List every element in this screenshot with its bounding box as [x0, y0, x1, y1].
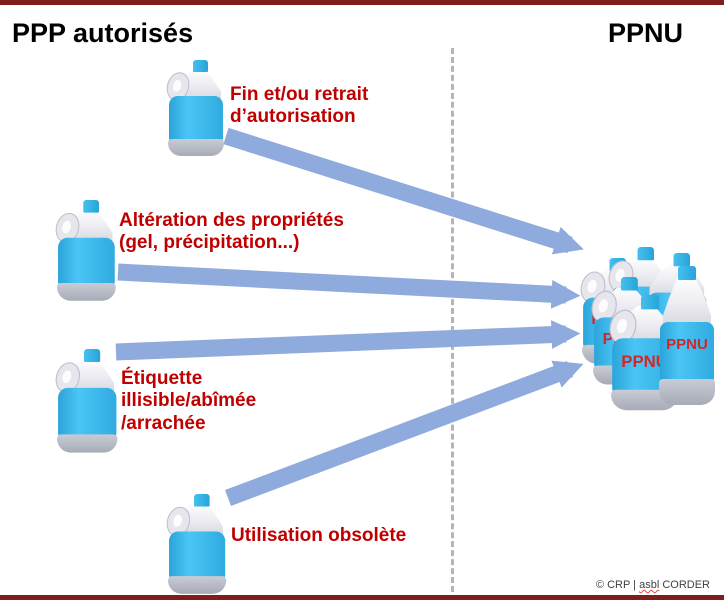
jug-cap [637, 247, 654, 261]
ppnu-bottle-label: PPNU [666, 336, 708, 353]
arrow-etiquette [115, 320, 581, 361]
jug-cap [194, 494, 210, 507]
copyright-asbl: asbl [639, 579, 660, 591]
jug-base [168, 139, 224, 156]
jug-cap [193, 60, 208, 72]
copyright-prefix: © CRP | [595, 579, 640, 591]
copyright-note: © CRP | asbl CORDER [596, 579, 710, 591]
bottle-base [659, 379, 715, 405]
bottle-body [660, 322, 714, 382]
bottle-neck [663, 277, 711, 325]
jug-icon-etiquette [52, 349, 118, 453]
reason-label-fin-retrait: Fin et/ou retrait d’autorisation [230, 84, 369, 128]
left-column-title: PPP autorisés [12, 18, 194, 48]
jug-icon-utilisation [163, 494, 227, 594]
reason-label-utilisation: Utilisation obsolète [231, 525, 407, 546]
jug-icon-alteration [52, 200, 116, 301]
reason-label-etiquette: Étiquette illisible/abîmée /arrachée [121, 368, 257, 434]
dashed-divider-line [451, 48, 454, 592]
jug-cap [673, 253, 690, 267]
bottom-border-bar [0, 595, 724, 600]
jug-base [168, 576, 227, 594]
arrow-alteration [117, 263, 581, 309]
jug-base [57, 434, 118, 453]
jug-cap [621, 277, 638, 291]
jug-body [169, 531, 226, 580]
jug-base [57, 282, 116, 301]
ppnu-bottle-label: PPNU [621, 351, 668, 371]
jug-icon-fin-retrait [163, 60, 224, 156]
jug-body [169, 96, 223, 142]
jug-cap [641, 295, 659, 310]
jug-cap [84, 349, 101, 362]
jug-cap [83, 200, 99, 213]
right-column-title: PPNU [608, 18, 684, 48]
top-border-bar [0, 0, 724, 5]
reason-label-alteration: Altération des propriétés (gel, précipit… [119, 210, 344, 254]
ppnu-bottle-front-right: PPNU [658, 266, 716, 408]
copyright-suffix: CORDER [659, 579, 710, 591]
jug-body [58, 237, 115, 287]
bottle-cap [678, 266, 696, 280]
jug-body [58, 387, 117, 438]
